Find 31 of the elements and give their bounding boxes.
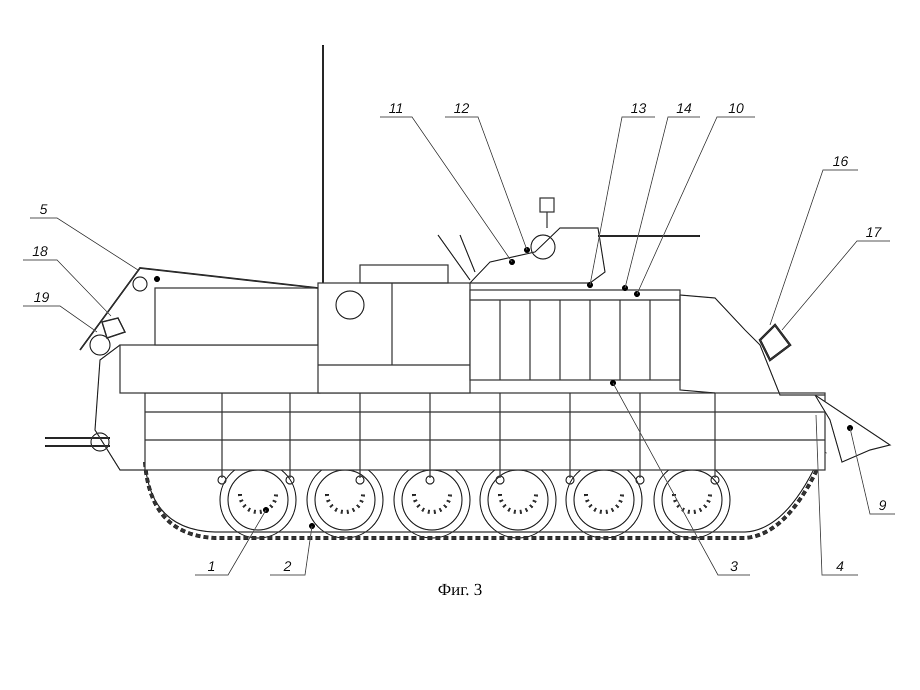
callout-number: 9 xyxy=(870,497,895,513)
callout-number: 16 xyxy=(823,153,858,169)
leader-line xyxy=(22,260,112,316)
leader-line xyxy=(850,428,896,514)
callout-number: 19 xyxy=(23,289,60,305)
leader-line xyxy=(636,116,756,294)
leader-line xyxy=(782,240,890,330)
callout-number: 3 xyxy=(718,558,750,574)
callout-number: 11 xyxy=(380,100,412,116)
callout-number: 1 xyxy=(195,558,228,574)
leader-line xyxy=(612,382,750,576)
leader-line xyxy=(624,116,700,288)
leader-line xyxy=(30,218,138,270)
leader-line xyxy=(270,526,312,576)
callout-number: 18 xyxy=(23,243,57,259)
leader-line xyxy=(770,170,858,326)
leader-line xyxy=(444,116,528,250)
leader-line xyxy=(816,414,858,576)
leader-line xyxy=(194,510,266,576)
callout-number: 17 xyxy=(857,224,890,240)
callout-number: 2 xyxy=(270,558,305,574)
callout-number: 4 xyxy=(822,558,858,574)
leader-line xyxy=(22,306,98,332)
callout-number: 12 xyxy=(445,100,478,116)
callout-number: 13 xyxy=(622,100,655,116)
callout-number: 14 xyxy=(668,100,700,116)
leader-line xyxy=(380,116,512,262)
callout-number: 10 xyxy=(717,100,755,116)
leader-line xyxy=(590,116,656,286)
figure-caption: Фиг. 3 xyxy=(436,580,484,600)
callout-number: 5 xyxy=(30,201,57,217)
